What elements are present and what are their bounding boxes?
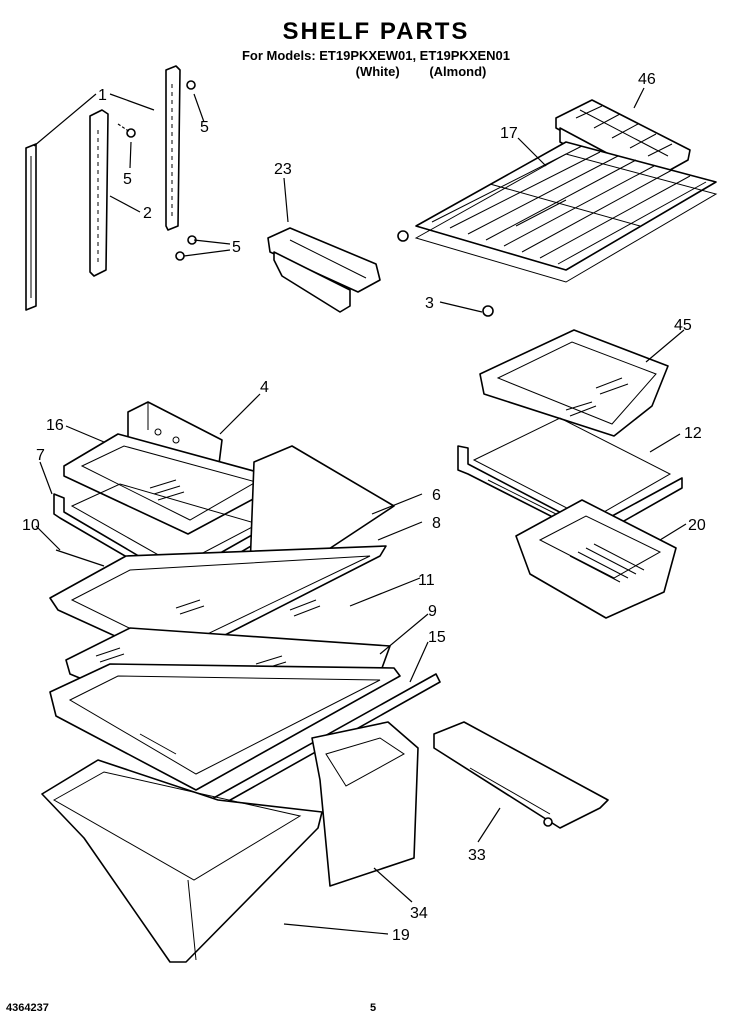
callout-33: 33: [468, 847, 486, 864]
crisper-cover-right: [433, 721, 609, 829]
callout-5c: 5: [232, 239, 241, 256]
callout-23: 23: [274, 161, 292, 178]
callout-11: 11: [418, 572, 435, 589]
callout-2: 2: [143, 205, 152, 222]
large-glass-panel: [249, 445, 395, 581]
door-bin: [267, 227, 381, 313]
callout-46: 46: [638, 71, 656, 88]
callout-19: 19: [392, 927, 410, 944]
callout-1: 1: [98, 87, 107, 104]
callout-20: 20: [688, 517, 706, 534]
callout-45: 45: [674, 317, 692, 334]
shelf-rail-center: [89, 109, 109, 277]
shelf-pins: [397, 230, 494, 317]
shelf-frame-right: [457, 417, 683, 539]
part-number: 4364237: [6, 1002, 49, 1014]
callout-15: 15: [428, 629, 446, 646]
callout-16: 16: [46, 417, 64, 434]
screws: [117, 80, 197, 261]
shelf-rail-right: [165, 65, 181, 231]
callout-7: 7: [36, 447, 45, 464]
crisper-frame: [49, 663, 401, 791]
callout-6: 6: [432, 487, 441, 504]
callout-12: 12: [684, 425, 702, 442]
glass-shelf-right: [479, 329, 669, 437]
callout-5b: 5: [123, 171, 132, 188]
callout-8: 8: [432, 515, 441, 532]
shelf-rail-left: [25, 143, 37, 311]
callout-17: 17: [500, 125, 518, 142]
model-numbers: For Models: ET19PKXEW01, ET19PKXEN01: [241, 48, 511, 63]
wire-shelf: [414, 141, 718, 283]
callout-4: 4: [260, 379, 269, 396]
leader-lines: [33, 87, 687, 935]
crisper-middle: [311, 721, 419, 887]
callout-10: 10: [22, 517, 40, 534]
header: SHELF PARTS For Models: ET19PKXEW01, ET1…: [0, 18, 752, 80]
callout-34: 34: [410, 905, 428, 922]
crisper-left: [41, 759, 323, 963]
model-colors: (White) (Almond): [0, 64, 752, 80]
callout-numbers: 1 2 3 4 5 5 5 6 7 8 9 10 11 12 15 16 17 …: [22, 71, 706, 944]
color-white: (White): [355, 64, 400, 79]
page-title: SHELF PARTS: [282, 18, 470, 45]
callout-9: 9: [428, 603, 437, 620]
page-number: 5: [370, 1002, 377, 1014]
callout-3: 3: [425, 295, 434, 312]
color-almond: (Almond): [429, 64, 487, 79]
crisper-right: [515, 499, 677, 619]
callout-5a: 5: [200, 119, 209, 136]
